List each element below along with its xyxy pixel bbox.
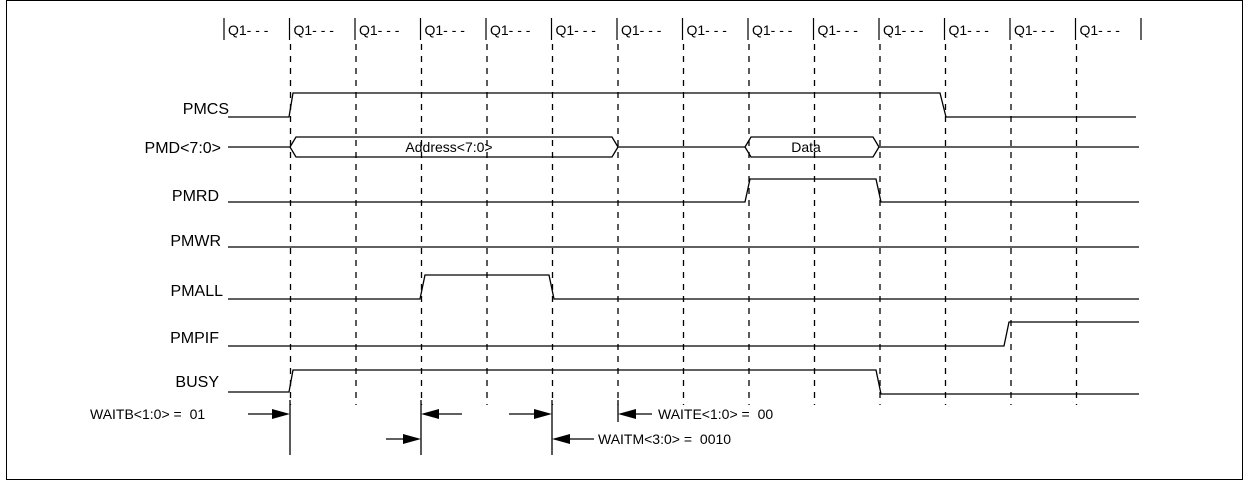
waveform-pmpif (228, 321, 1139, 347)
signal-label-pmd: PMD<7:0> (145, 140, 221, 157)
clock-row: Q1- - - Q1- - - Q1- - - Q1- - - Q1- - - Q1- -… (223, 18, 1142, 40)
clock-cycle-label: Q1- - - (752, 22, 793, 38)
signal-label-pmwr: PMWR (170, 233, 221, 250)
waveform-pmcs (228, 92, 1136, 118)
signal-label-pmall: PMALL (171, 283, 224, 300)
waveform-pmd (228, 136, 1139, 158)
waveform-pmrd (228, 178, 1139, 203)
waveforms (228, 92, 1139, 395)
wait-annotations (248, 400, 652, 455)
waitb-annotation: WAITB<1:0> = 01 (90, 406, 205, 422)
clock-cycle-label: Q1- - - (425, 22, 466, 38)
waveform-pmall (228, 274, 1139, 300)
clock-cycle-label: Q1- - - (294, 22, 335, 38)
clock-cycle-label: Q1- - - (228, 22, 269, 38)
signal-label-pmcs: PMCS (183, 101, 229, 118)
clock-cycle-label: Q1- - - (818, 22, 859, 38)
cycle-gridlines (289, 44, 1078, 405)
waveform-busy (228, 369, 1139, 395)
waite-annotation: WAITE<1:0> = 00 (658, 406, 773, 422)
arrow-right-icon (534, 409, 552, 419)
arrow-left-icon (421, 409, 439, 419)
signal-label-pmpif: PMPIF (170, 330, 219, 347)
clock-cycle-label: Q1- - - (490, 22, 531, 38)
clock-cycle-label: Q1- - - (621, 22, 662, 38)
signal-label-pmrd: PMRD (172, 188, 219, 205)
waitm-annotation: WAITM<3:0> = 0010 (598, 431, 731, 447)
clock-cycle-label: Q1- - - (1080, 22, 1121, 38)
arrow-left-icon (552, 434, 570, 444)
arrow-left-icon (618, 409, 636, 419)
signal-label-busy: BUSY (175, 374, 219, 391)
clock-cycle-label: Q1- - - (556, 22, 597, 38)
clock-cycle-label: Q1- - - (1014, 22, 1055, 38)
clock-cycle-label: Q1- - - (949, 22, 990, 38)
arrow-right-icon (403, 434, 421, 444)
signal-labels: PMCS PMD<7:0> PMRD PMWR PMALL PMPIF BUSY (145, 101, 229, 391)
clock-cycle-label: Q1- - - (359, 22, 400, 38)
arrow-right-icon (272, 409, 290, 419)
clock-cycle-label: Q1- - - (687, 22, 728, 38)
bus-label-data: Data (791, 139, 821, 155)
clock-cycle-label: Q1- - - (883, 22, 924, 38)
bus-label-address: Address<7:0> (405, 139, 492, 155)
